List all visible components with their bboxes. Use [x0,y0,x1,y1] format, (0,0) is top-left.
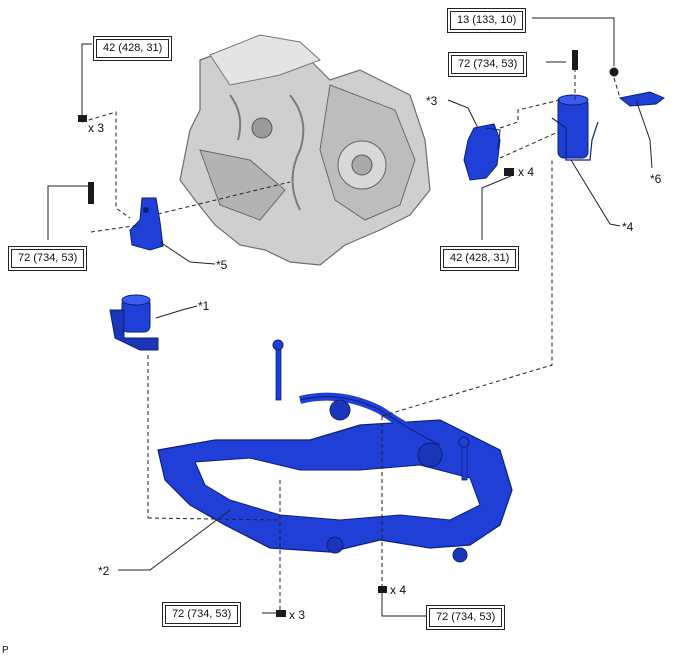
callout-part-2: *2 [98,564,110,578]
bolt-icon [78,115,87,122]
torque-spec-label: 72 (734, 53) [429,608,503,627]
torque-spec-label: 42 (428, 31) [96,39,170,58]
torque-spec-box: 42 (428, 31) [93,36,173,61]
bracket-part-5 [129,197,164,251]
torque-spec-label: 13 (133, 10) [450,11,524,30]
bolt-icon [504,168,514,176]
callout-part-1: *1 [198,299,210,313]
alignment-lines [81,68,621,612]
mount-part-4 [551,94,599,161]
bolt-icon [88,182,94,204]
corner-label: P [2,645,9,656]
quantity-label: x 4 [518,165,535,179]
fasteners [78,50,619,617]
bracket-part-3 [463,123,501,181]
callout-part-5: *5 [216,258,228,272]
torque-spec-label: 72 (734, 53) [451,55,525,74]
torque-spec-box: 72 (734, 53) [426,605,506,630]
engine-assembly [179,34,431,266]
torque-spec-box: 42 (428, 31) [440,246,520,271]
nut-icon [276,610,286,617]
bolt-icon [572,50,578,70]
torque-spec-label: 42 (428, 31) [443,249,517,268]
callout-part-3: *3 [426,94,438,108]
callout-part-4: *4 [622,220,634,234]
crossmember-part-2 [157,339,513,563]
bracket-part-6 [618,91,665,107]
torque-spec-label: 72 (734, 53) [11,249,85,268]
mount-part-1 [109,294,159,351]
quantity-label: x 3 [289,608,306,622]
torque-spec-box: 72 (734, 53) [448,52,528,77]
nut-icon [609,67,619,77]
quantity-label: x 4 [390,583,407,597]
torque-spec-label: 72 (734, 53) [165,605,239,624]
leader-lines [47,17,653,617]
quantity-label: x 3 [88,121,105,135]
torque-spec-box: 13 (133, 10) [447,8,527,33]
torque-spec-box: 72 (734, 53) [8,246,88,271]
callout-part-6: *6 [650,172,662,186]
nut-icon [378,586,387,593]
torque-spec-box: 72 (734, 53) [162,602,242,627]
